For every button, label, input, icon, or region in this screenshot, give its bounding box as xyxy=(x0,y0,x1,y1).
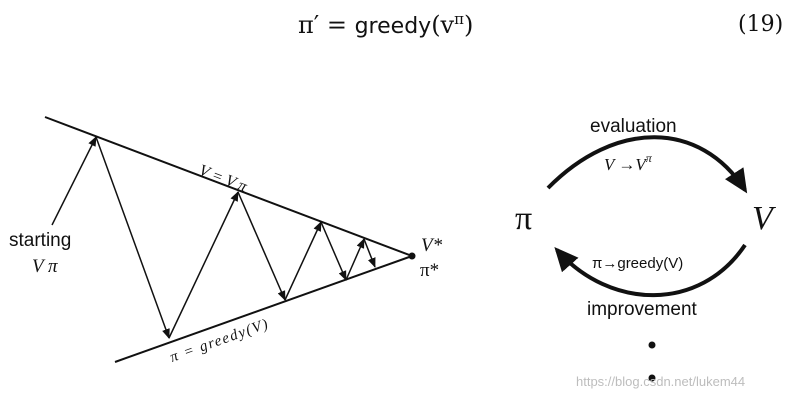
zigzag-arrow-6 xyxy=(345,238,365,281)
convergence-diagram: V = V π π = greedy(V) starting V π V* π* xyxy=(9,116,443,366)
starting-arrow xyxy=(51,136,97,226)
zigzag-arrow-1 xyxy=(95,136,170,339)
equation-arg-superscript: π xyxy=(454,10,464,28)
equation-arg-close: ) xyxy=(463,11,474,39)
ellipsis-dot-1 xyxy=(648,341,656,349)
zigzag-arrow-3 xyxy=(237,191,286,301)
improvement-arc xyxy=(554,243,747,298)
evaluation-expression-base: V →V xyxy=(604,155,648,174)
policy-line-label: π = greedy(V) xyxy=(168,316,271,366)
evaluation-expression-sup: π xyxy=(646,151,653,165)
equation-lhs: π′ = xyxy=(298,11,355,39)
equation-number: (19) xyxy=(738,12,784,37)
equation: π′ = greedy(vπ) xyxy=(298,10,473,39)
evaluation-expression: V →Vπ xyxy=(604,151,653,174)
convergence-point xyxy=(408,252,416,260)
value-line-label: V = V π xyxy=(197,162,250,196)
optimal-value-label: V* xyxy=(421,235,443,256)
evaluation-arc xyxy=(546,135,748,194)
optimal-policy-label: π* xyxy=(420,260,439,281)
improvement-label: improvement xyxy=(587,299,698,320)
value-line xyxy=(44,116,413,257)
zigzag-arrow-4 xyxy=(284,221,322,301)
watermark: https://blog.csdn.net/lukem44 xyxy=(576,374,746,389)
starting-v-pi-label: V π xyxy=(32,256,58,277)
zigzag-arrow-2 xyxy=(168,191,239,339)
v-symbol: V xyxy=(752,200,777,237)
starting-label: starting xyxy=(9,230,71,251)
pi-symbol: π xyxy=(515,200,532,237)
equation-arg-open: (v xyxy=(431,11,455,39)
equation-greedy-function: greedy xyxy=(354,14,432,39)
improvement-expression: π→greedy(V) xyxy=(592,255,683,272)
evaluation-label: evaluation xyxy=(590,116,677,137)
zigzag-arrow-7 xyxy=(363,238,376,268)
cycle-diagram: evaluation V →Vπ π V π→greedy(V) improve… xyxy=(515,116,777,382)
ellipsis-dot-2 xyxy=(648,374,656,382)
policy-line xyxy=(114,255,413,363)
zigzag-arrow-5 xyxy=(320,221,347,281)
